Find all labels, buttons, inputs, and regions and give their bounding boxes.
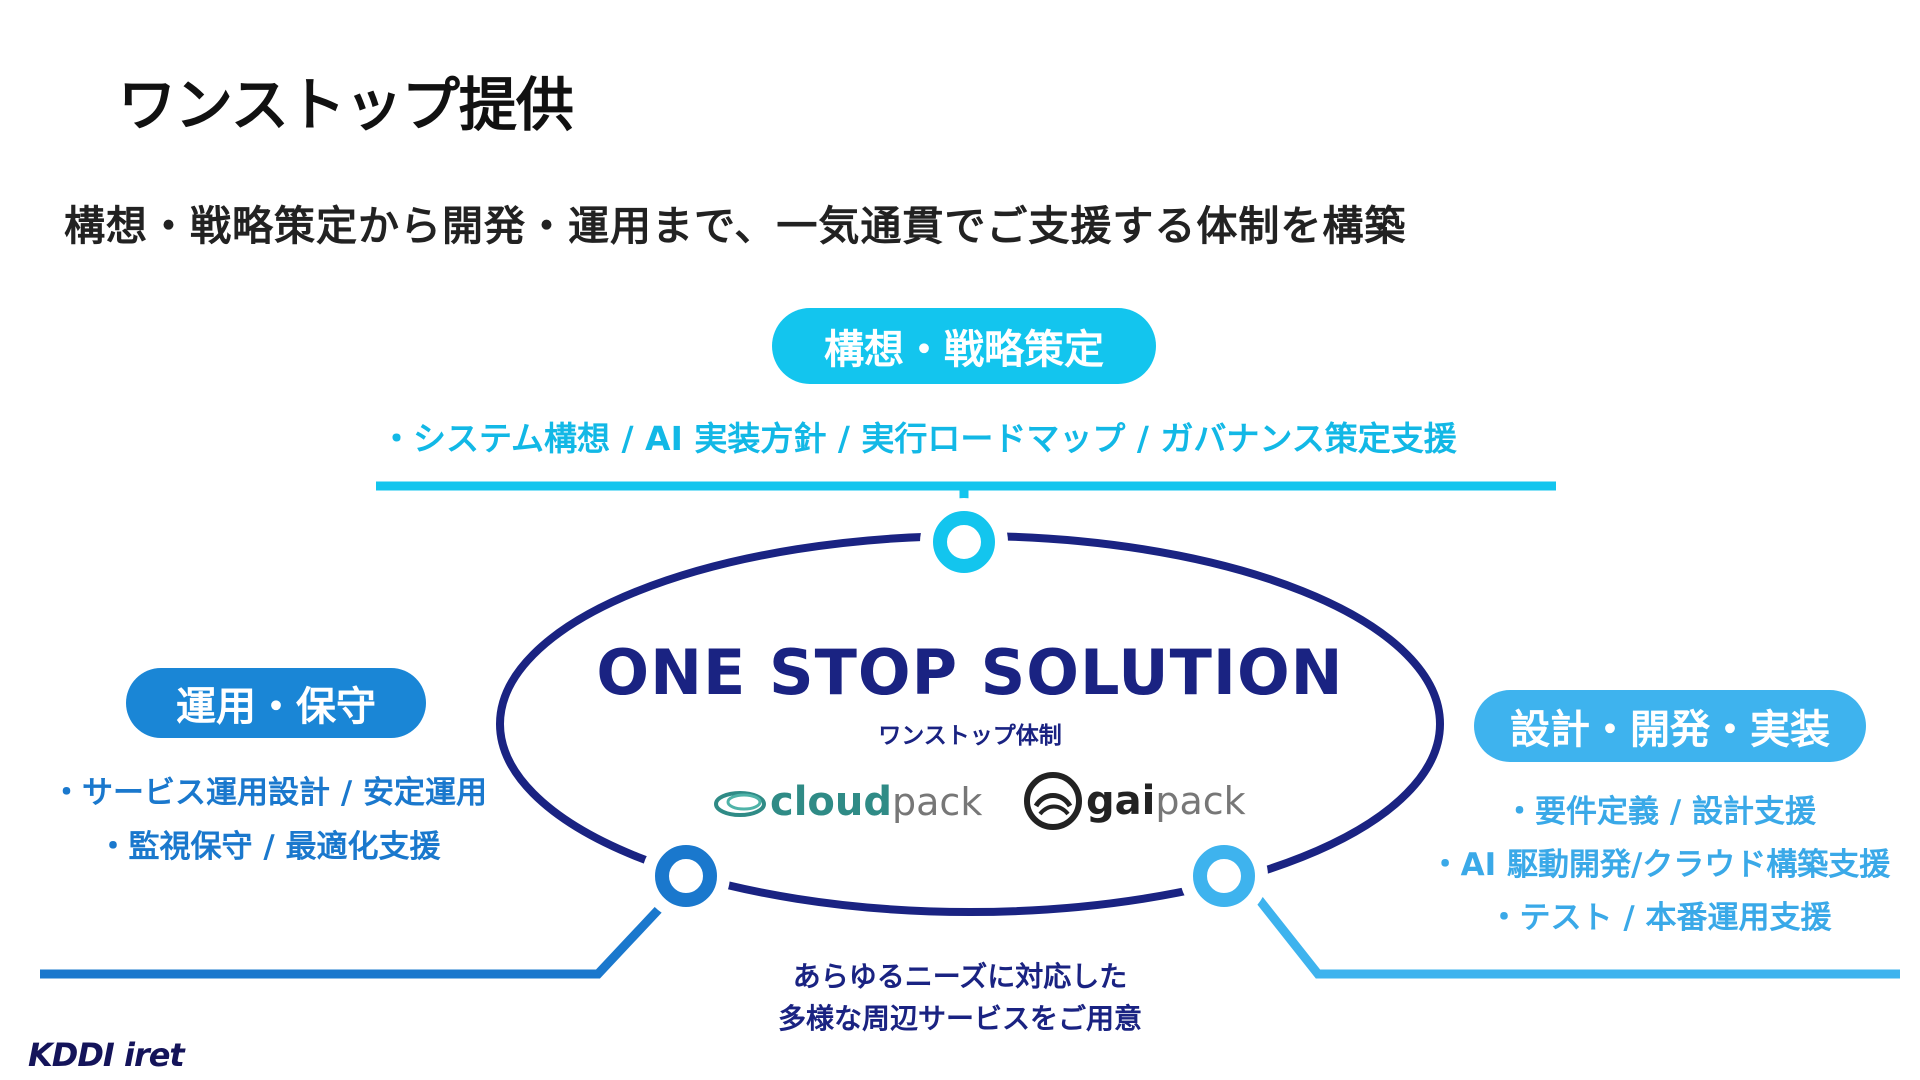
top-node — [933, 511, 995, 573]
gaipack-bold-text: gai — [1086, 778, 1156, 824]
kddi-iret-logo: KDDI iret — [28, 1036, 185, 1074]
phase-item: ・監視保守 / 最適化支援 — [97, 829, 441, 865]
phase-items-operation: ・サービス運用設計 / 安定運用 ・監視保守 / 最適化支援 — [34, 766, 504, 874]
phase-item: ・AI 駆動開発/クラウド構築支援 — [1429, 847, 1891, 883]
gaipack-light-text: pack — [1155, 779, 1246, 823]
right-connector-line — [1238, 875, 1900, 979]
bottom-note-line: 多様な周辺サービスをご用意 — [777, 1002, 1142, 1035]
phase-items-development: ・要件定義 / 設計支援 ・AI 駆動開発/クラウド構築支援 ・テスト / 本番… — [1400, 786, 1920, 945]
phase-items-strategy: ・システム構想 / AI 実装方針 / 実行ロードマップ / ガバナンス策定支援 — [380, 419, 1457, 458]
left-node — [655, 845, 717, 907]
one-stop-title: ONE STOP SOLUTION — [596, 636, 1344, 709]
phase-item: ・テスト / 本番運用支援 — [1488, 900, 1832, 936]
right-node — [1193, 845, 1255, 907]
bottom-note: あらゆるニーズに対応した 多様な周辺サービスをご用意 — [740, 956, 1180, 1040]
phase-pill-development: 設計・開発・実装 — [1474, 690, 1866, 762]
cloudpack-swirl-icon — [714, 791, 766, 817]
gaipack-mark-icon — [1024, 772, 1082, 830]
bottom-note-line: あらゆるニーズに対応した — [792, 960, 1128, 993]
left-connector-line — [40, 874, 692, 979]
phase-item: ・サービス運用設計 / 安定運用 — [51, 775, 487, 811]
phase-item: ・要件定義 / 設計支援 — [1504, 794, 1816, 830]
page-title: ワンストップ提供 — [118, 71, 574, 139]
phase-pill-operation: 運用・保守 — [126, 668, 426, 738]
cloudpack-bold-text: cloud — [770, 779, 893, 825]
one-stop-subtitle: ワンストップ体制 — [878, 723, 1062, 749]
cloudpack-light-text: pack — [892, 780, 983, 824]
phase-pill-strategy: 構想・戦略策定 — [772, 308, 1156, 384]
page-subtitle: 構想・戦略策定から開発・運用まで、一気通貫でご支援する体制を構築 — [64, 202, 1407, 250]
